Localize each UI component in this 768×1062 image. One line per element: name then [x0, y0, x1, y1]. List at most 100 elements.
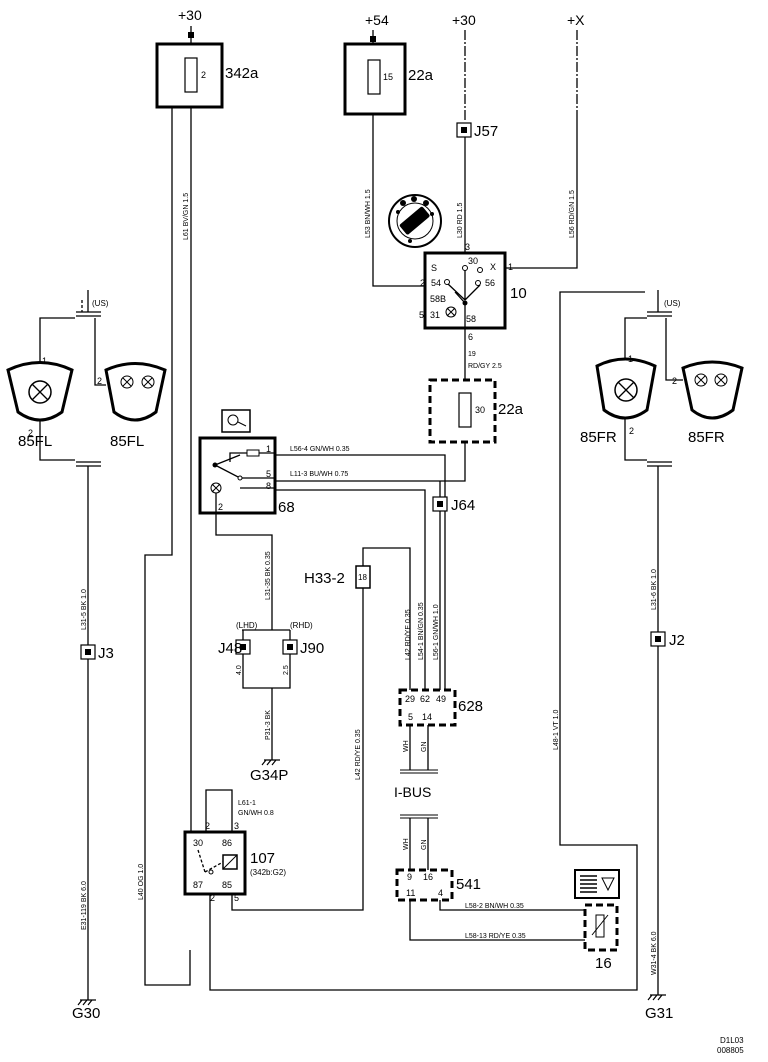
doc-ref-line1: D1L03 — [720, 1036, 744, 1045]
fr-pin-1: 1 — [628, 354, 633, 364]
junction-j90 — [282, 639, 298, 655]
wire-l42-rdye-b: L42 RD/YE 0.35 — [355, 729, 362, 780]
wire-rdgy-25: RD/GY 2.5 — [468, 363, 502, 370]
fuse-22a-mid-number: 30 — [475, 405, 485, 415]
relay-107-label: 107 — [250, 850, 275, 867]
switch10-pin-5: 5 — [419, 310, 424, 320]
switch10-pin-6: 6 — [468, 332, 473, 342]
fuse-342a: 2 — [155, 42, 224, 109]
switch10-pin-58b: 58B — [430, 294, 446, 304]
c628-pin-62: 62 — [420, 694, 430, 704]
wire-p31-3-bk: P31-3 BK — [265, 710, 272, 740]
wire-l58-2-bnwh: L58-2 BN/WH 0.35 — [465, 903, 524, 910]
c628-pin-49: 49 — [436, 694, 446, 704]
wire-gn2: GN — [421, 840, 428, 851]
c107-pin-2: 2 — [210, 893, 215, 903]
us-left: (US) — [92, 299, 109, 308]
fl-aux-pin-2: 2 — [97, 376, 102, 386]
wire-l61-1: L61-1 — [238, 800, 256, 807]
doc-ref-line2: 008805 — [717, 1046, 744, 1055]
wire-gnwh-08: GN/WH 0.8 — [238, 810, 274, 817]
c68-pin-1: 1 — [266, 444, 271, 454]
fl-pin-1: 1 — [42, 356, 47, 366]
ground-g34p-label: G34P — [250, 767, 288, 784]
fuse-22a-top-label: 22a — [408, 67, 434, 84]
component-541-label: 541 — [456, 876, 481, 893]
c68-pin-8: 8 — [266, 481, 271, 491]
light-switch-knob-icon — [388, 194, 442, 248]
wire-l11-3-buwh: L11-3 BU/WH 0.75 — [290, 471, 348, 478]
ground-g34p-icon — [261, 759, 280, 766]
c628-pin-14: 14 — [422, 712, 432, 722]
switch10-pin-s: S — [431, 263, 437, 273]
switch10-pin-x: X — [490, 262, 496, 272]
supply-x: +X — [567, 12, 585, 28]
junction-j64 — [432, 496, 448, 512]
wire-l48-1-vt: L48-1 VT 1.0 — [553, 710, 560, 750]
component-541: 9 16 11 4 — [395, 868, 454, 902]
c107-pin-86: 86 — [222, 838, 232, 848]
wire-l56-rdgn: L56 RD/GN 1.5 — [569, 190, 576, 238]
c68-pin-5: 5 — [266, 469, 271, 479]
ground-g31-icon — [647, 994, 666, 1001]
lamp-fl-main-label: 85FL — [18, 433, 52, 450]
fuse-22a-top: 15 — [343, 42, 407, 116]
us-right: (US) — [664, 299, 681, 308]
c628-pin-29: 29 — [405, 694, 415, 704]
supply-30-left: +30 — [178, 7, 202, 23]
junction-j3 — [80, 644, 96, 660]
wire-l42-rdye: L42 RD/YE 0.35 — [405, 609, 412, 660]
supply-54: +54 — [365, 12, 389, 28]
fl-pin-2: 2 — [28, 428, 33, 438]
component-68: 1 5 8 2 — [198, 409, 277, 515]
wire-l31-5-bk: L31-5 BK 1.0 — [81, 589, 88, 630]
switch10-label: 10 — [510, 285, 527, 302]
junction-j3-label: J3 — [98, 645, 114, 662]
wire-wh: WH — [403, 740, 410, 752]
connector-h33-label: H33-2 — [304, 570, 345, 587]
switch10-pin-2: 2 — [420, 278, 425, 288]
wire-l31-35-bk: L31-35 BK 0.35 — [265, 551, 272, 600]
junction-j48-label: J48 — [218, 640, 242, 657]
market-lhd: (LHD) — [236, 621, 258, 630]
c541-pin-9: 9 — [407, 872, 412, 882]
c107-pin-3: 3 — [234, 821, 239, 831]
c107-pin-5: 5 — [234, 893, 239, 903]
lamp-fr-group: (US) 1 2 2 — [595, 290, 744, 995]
wire-l40-og: L40 OG 1.0 — [138, 864, 145, 900]
c107-pin-30: 30 — [193, 838, 203, 848]
lamp-fr-aux-label: 85FR — [688, 429, 725, 446]
component-16-label: 16 — [595, 955, 612, 972]
switch10-pin-31: 31 — [430, 310, 440, 320]
switch10-pin-1: 1 — [508, 262, 513, 272]
supply-30-right: +30 — [452, 12, 476, 28]
wire-l54-1-bngn: L54-1 BN/GN 0.35 — [418, 602, 425, 660]
c107-pin-85: 85 — [222, 880, 232, 890]
wire-gn: GN — [421, 742, 428, 753]
relay-107-sub: (342b:G2) — [250, 868, 286, 877]
fuse-342a-label: 342a — [225, 65, 259, 82]
ground-g30-icon — [77, 999, 96, 1006]
fr-pin-2: 2 — [629, 426, 634, 436]
fuse-342a-number: 2 — [201, 70, 206, 80]
c541-pin-4: 4 — [438, 888, 443, 898]
wire-l53-bnwh: L53 BN/WH 1.5 — [365, 189, 372, 238]
switch10-pin-56: 56 — [485, 278, 495, 288]
wire-l31-6-bk: L31-6 BK 1.0 — [651, 569, 658, 610]
connector-h33-2: 18 — [355, 565, 371, 589]
c107-pin-87: 87 — [193, 880, 203, 890]
c541-pin-16: 16 — [423, 872, 433, 882]
junction-j57-label: J57 — [474, 123, 498, 140]
lamp-fl-aux-label: 85FL — [110, 433, 144, 450]
junction-j90-label: J90 — [300, 640, 324, 657]
switch10-pin-58: 58 — [466, 314, 476, 324]
component-628-label: 628 — [458, 698, 483, 715]
light-switch-10: 3 30 X 1 S 54 56 2 58B 31 5 58 6 — [419, 242, 513, 342]
wire-40: 4.0 — [236, 665, 243, 675]
supply-leads — [188, 26, 578, 120]
c107-pin-1: 2 — [205, 821, 210, 831]
junction-j64-label: J64 — [451, 497, 475, 514]
c541-pin-11: 11 — [406, 888, 415, 898]
lamp-fl-group: (US) 1 2 2 — [6, 290, 167, 1000]
